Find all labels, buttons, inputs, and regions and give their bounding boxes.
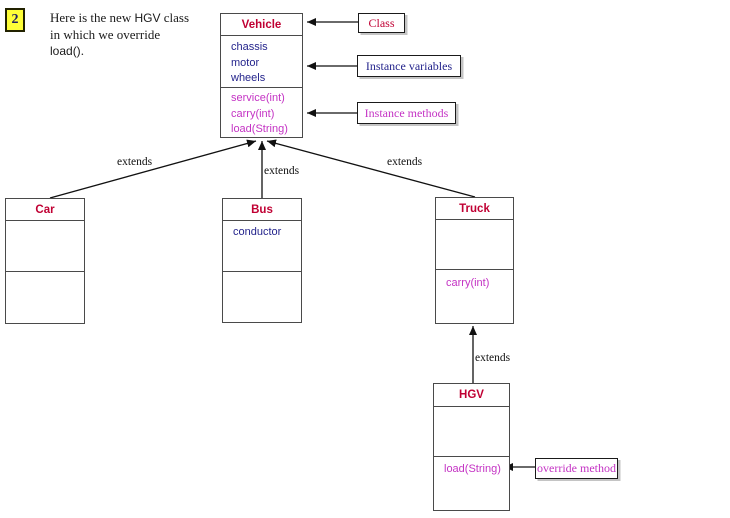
instance-variables-pointer-label: Instance variables <box>357 55 461 77</box>
class-pointer-label: Class <box>358 13 405 33</box>
truck-variables-section <box>436 220 513 270</box>
truck-methods-section: carry(int) <box>436 270 513 323</box>
method-name: service(int) <box>231 92 285 104</box>
intro-line3-suffix: . <box>80 43 84 58</box>
override-method-pointer-label: override method <box>535 458 618 479</box>
extends-label-hgv: extends <box>475 352 511 364</box>
page-number-badge: 2 <box>5 8 25 32</box>
method-name: load(String) <box>231 123 288 135</box>
class-box-truck: Truck carry(int) <box>435 197 514 324</box>
variable-name: conductor <box>233 226 282 238</box>
class-title-car: Car <box>6 199 84 221</box>
class-box-vehicle: Vehicle chassis motor wheels service(int… <box>220 13 303 138</box>
car-methods-section <box>6 272 84 323</box>
hgv-methods-section: load(String) <box>434 457 509 510</box>
variable-name: wheels <box>231 72 266 84</box>
extends-edge-car-vehicle <box>49 139 257 199</box>
variable-name: motor <box>231 56 260 69</box>
instance-methods-pointer-label: Instance methods <box>357 102 456 124</box>
extends-label-car: extends <box>117 156 153 168</box>
method-name: carry(int) <box>231 107 275 120</box>
intro-line1-keyword: HGV <box>134 11 161 25</box>
class-title-truck: Truck <box>436 198 513 220</box>
car-variables-section <box>6 221 84 272</box>
extends-label-truck: extends <box>387 156 423 168</box>
class-box-car: Car <box>5 198 85 324</box>
class-title-vehicle: Vehicle <box>221 14 302 36</box>
hgv-variables-section <box>434 407 509 457</box>
intro-line1-prefix: Here is the new <box>50 10 135 25</box>
class-title-hgv: HGV <box>434 384 509 407</box>
class-box-hgv: HGV load(String) <box>433 383 510 511</box>
vehicle-variables-section: chassis motor wheels <box>221 36 302 88</box>
method-name: load(String) <box>444 463 501 475</box>
class-title-bus: Bus <box>223 199 301 221</box>
class-box-bus: Bus conductor <box>222 198 302 323</box>
vehicle-methods-section: service(int) carry(int) load(String) <box>221 88 302 137</box>
extends-label-bus: extends <box>264 165 300 177</box>
method-name: carry(int) <box>446 277 490 289</box>
intro-text: Here is the new HGV class in which we ov… <box>50 10 235 60</box>
intro-line1-suffix: class <box>160 10 190 25</box>
intro-line3-keyword: load() <box>50 44 81 58</box>
intro-line2: in which we override <box>50 26 161 42</box>
bus-variables-section: conductor <box>223 221 301 272</box>
variable-name: chassis <box>231 41 268 53</box>
bus-methods-section <box>223 272 301 322</box>
